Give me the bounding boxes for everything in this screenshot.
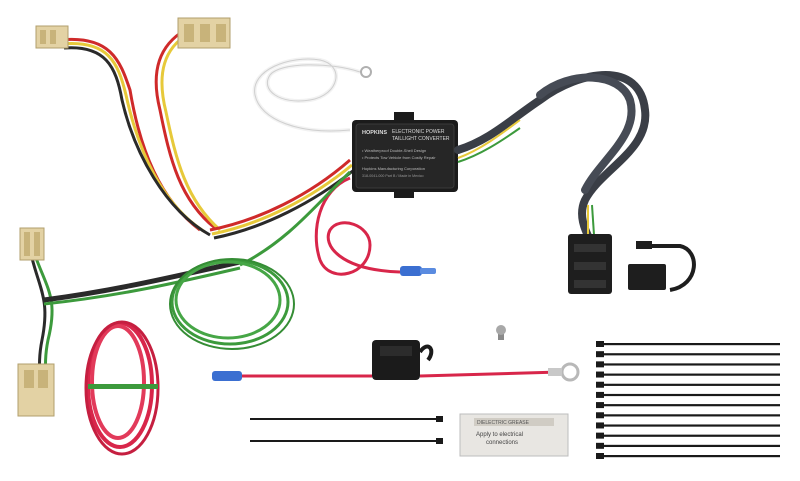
zip-tie xyxy=(596,351,780,358)
module-maker: Hopkins Manufacturing Corporation xyxy=(362,166,425,171)
top-harness xyxy=(59,28,355,240)
zip-ties-bundle xyxy=(596,341,780,459)
converter-module: HOPKINS ELECTRONIC POWER TAILLIGHT CONVE… xyxy=(352,112,458,198)
zip-tie xyxy=(596,361,780,368)
zip-tie xyxy=(596,381,780,388)
dust-cap xyxy=(628,241,696,292)
grease-packet: DIELECTRIC GREASE Apply to electrical co… xyxy=(459,413,569,457)
screw xyxy=(496,325,506,340)
grease-packet-line1: Apply to electrical xyxy=(476,432,523,438)
zip-tie xyxy=(596,432,780,439)
red-wire-short xyxy=(314,176,436,276)
white-ground-wire xyxy=(252,57,372,133)
connector-left-top xyxy=(19,227,45,261)
zip-tie xyxy=(596,453,780,459)
connector-top-left xyxy=(35,25,69,49)
fuse-line xyxy=(212,340,580,382)
short-zip-tie xyxy=(250,438,443,444)
zip-tie xyxy=(596,402,780,409)
module-brand: HOPKINS xyxy=(362,130,387,136)
module-fine-print: 318-0041-000 Part B / Made in Mexico xyxy=(362,174,424,178)
zip-tie xyxy=(596,442,780,449)
connector-left-bottom xyxy=(17,363,55,417)
module-title-2: TAILLIGHT CONVERTER xyxy=(392,136,450,142)
module-bullet-2: • Protects Tow Vehicle from Costly Repai… xyxy=(362,155,436,160)
module-title-1: ELECTRONIC POWER xyxy=(392,129,445,135)
grease-packet-line2: connections xyxy=(486,440,518,446)
module-bullet-1: • Weatherproof Double-Shell Design xyxy=(362,148,426,153)
short-zip-tie xyxy=(250,416,443,422)
zip-tie xyxy=(596,371,780,378)
zip-tie xyxy=(596,422,780,429)
connector-top-right xyxy=(177,17,231,49)
gray-harness xyxy=(454,71,650,244)
zip-tie xyxy=(596,341,780,347)
green-wire-coil xyxy=(169,258,295,350)
short-zip-ties xyxy=(250,416,443,444)
zip-tie xyxy=(596,412,780,419)
red-wire-coil xyxy=(84,320,160,456)
grease-packet-top: DIELECTRIC GREASE xyxy=(477,420,530,426)
four-pole-connector xyxy=(568,234,612,294)
zip-tie xyxy=(596,391,780,398)
